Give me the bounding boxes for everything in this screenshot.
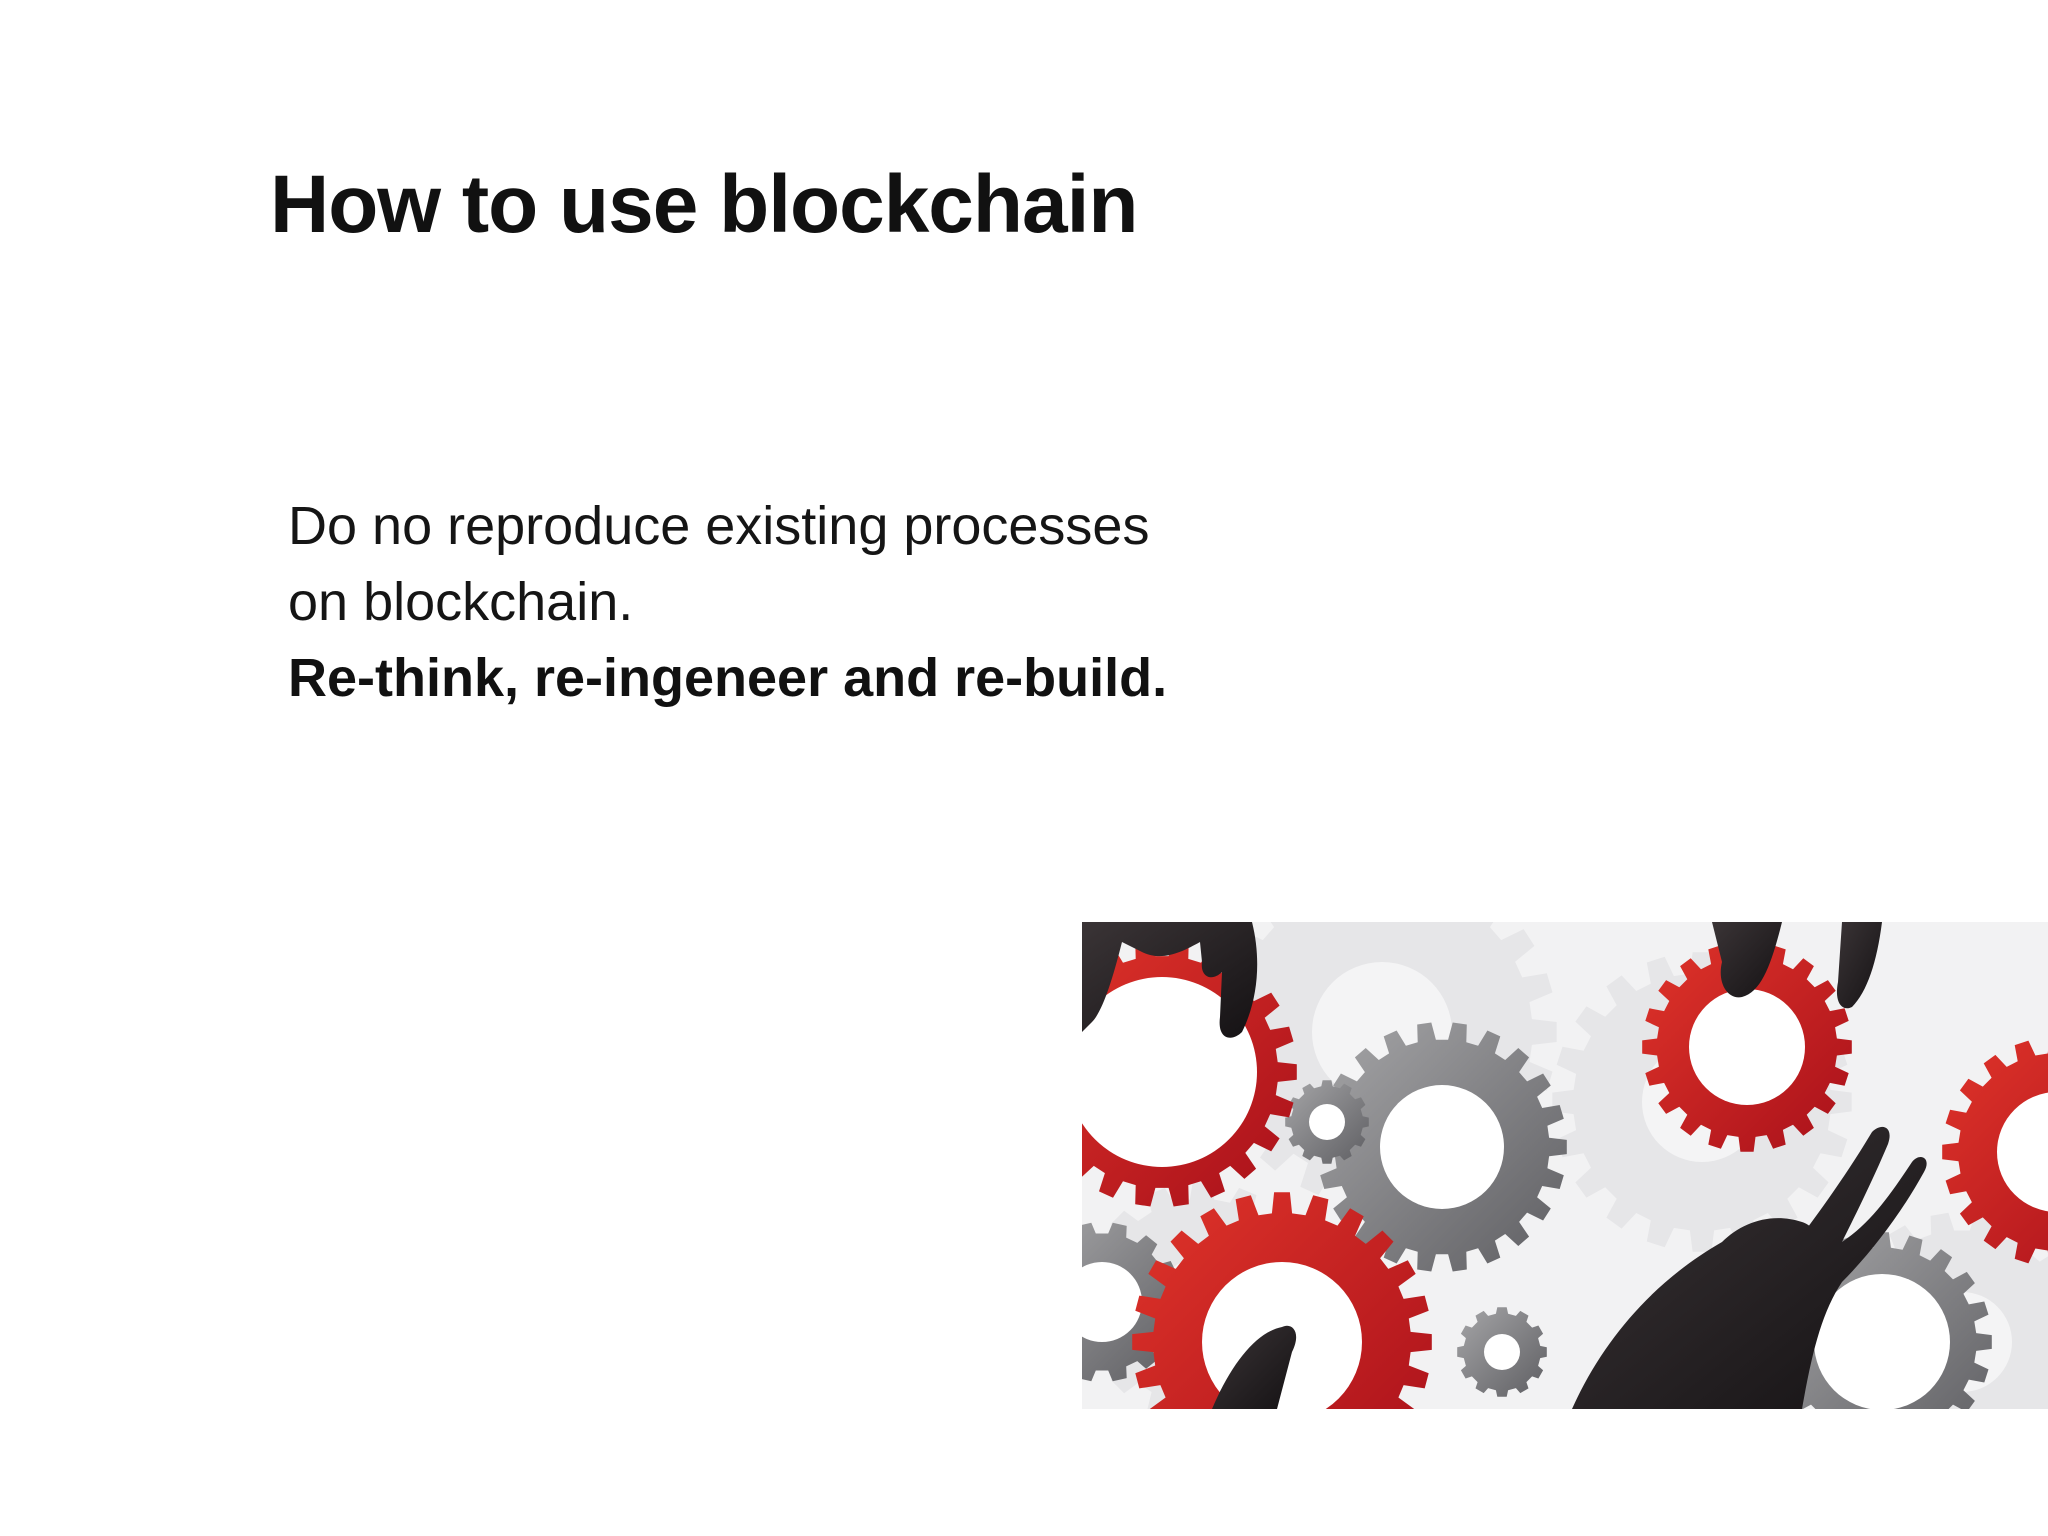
- hand-top-right-2: [1836, 922, 1882, 1009]
- body-line-3-emphasis: Re-think, re-ingeneer and re-build.: [288, 648, 1168, 708]
- slide-title: How to use blockchain: [270, 159, 1138, 250]
- hand-bottom-center: [1212, 1325, 1297, 1409]
- red-gear-far-right: [1942, 1040, 2048, 1264]
- body-line-2: on blockchain.: [288, 572, 634, 632]
- gears-and-hands-illustration: [1082, 922, 2048, 1409]
- gray-gear-small-1: [1285, 1080, 1369, 1164]
- body-line-1: Do no reproduce existing processes: [288, 496, 1150, 556]
- gears-illustration-svg: [1082, 922, 2048, 1409]
- gear-layer: [1082, 922, 2048, 1409]
- hand-bottom-right: [1572, 1126, 1927, 1409]
- gray-gear-large: [1317, 1022, 1567, 1272]
- slide-body-text: Do no reproduce existing processes on bl…: [288, 488, 1268, 716]
- hand-top-left: [1082, 922, 1258, 1038]
- gray-gear-small-2: [1457, 1307, 1547, 1397]
- hand-top-right-1: [1712, 922, 1782, 998]
- red-gear-top-right: [1642, 942, 1852, 1152]
